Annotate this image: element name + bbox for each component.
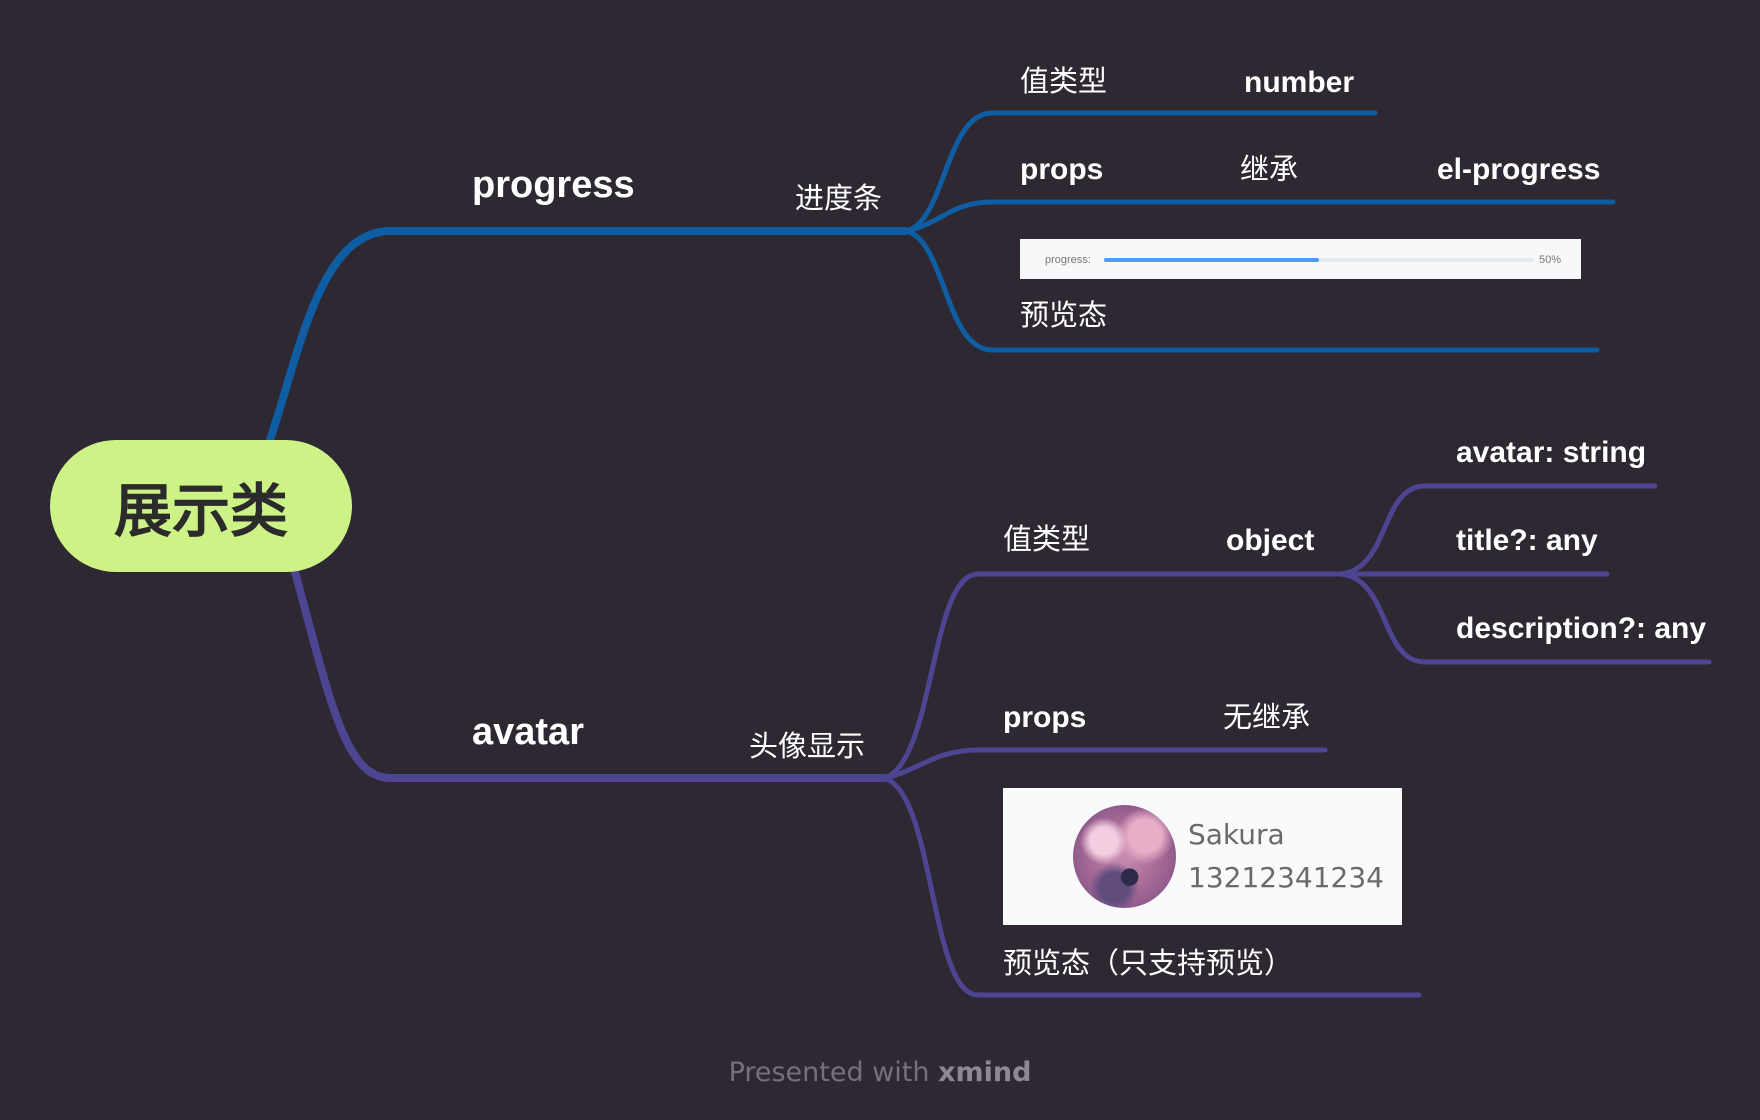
object-field-description[interactable]: description?: any: [1456, 612, 1707, 645]
object-field-title[interactable]: title?: any: [1456, 524, 1598, 557]
progress-props-label[interactable]: props: [1020, 153, 1104, 186]
footer-prefix: Presented with: [728, 1057, 939, 1088]
avatar-image: [1073, 805, 1176, 908]
object-field-avatar[interactable]: avatar: string: [1456, 436, 1647, 469]
connector-avatar-preview: [882, 775, 1422, 998]
connector-progress-preview: [902, 228, 1600, 353]
progress-inherit-label[interactable]: 继承: [1240, 152, 1299, 186]
progress-percent-text: 50%: [1539, 254, 1562, 266]
footer-credit: Presented with xmind: [0, 1057, 1760, 1088]
progress-value-type-label[interactable]: 值类型: [1020, 64, 1108, 98]
topic-avatar[interactable]: avatar: [472, 711, 584, 753]
avatar-props-label[interactable]: props: [1003, 701, 1087, 734]
progress-value-type-value[interactable]: number: [1244, 66, 1355, 99]
avatar-preview-name: Sakura: [1188, 818, 1285, 851]
topic-progress-subtitle[interactable]: 进度条: [795, 181, 883, 215]
progress-preview-label: progress:: [1045, 254, 1091, 266]
progress-bar-fill: [1104, 258, 1319, 262]
connector-object-field1: [1337, 483, 1658, 577]
footer-brand: xmind: [938, 1057, 1032, 1088]
connector-object-field3: [1337, 571, 1712, 665]
progress-preview-card: progress: 50%: [1020, 239, 1581, 279]
avatar-preview-phone: 13212341234: [1188, 861, 1384, 894]
avatar-value-type-label[interactable]: 值类型: [1003, 522, 1091, 556]
connector-root-progress: [266, 227, 909, 444]
root-topic[interactable]: 展示类: [50, 440, 352, 572]
progress-inherit-value[interactable]: el-progress: [1437, 153, 1601, 186]
avatar-inherit-label[interactable]: 无继承: [1223, 700, 1311, 734]
connector-avatar-valuetype: [882, 571, 1343, 781]
topic-progress[interactable]: progress: [472, 164, 635, 206]
connector-avatar-props: [882, 747, 1328, 781]
topic-avatar-subtitle[interactable]: 头像显示: [749, 729, 866, 763]
connector-root-avatar: [291, 568, 889, 782]
avatar-preview-state-label[interactable]: 预览态（只支持预览）: [1003, 946, 1294, 980]
connector-progress-valuetype: [902, 110, 1378, 234]
avatar-value-type-value[interactable]: object: [1226, 524, 1315, 557]
connector-progress-props: [902, 199, 1616, 234]
progress-preview-state-label[interactable]: 预览态: [1020, 298, 1108, 332]
avatar-preview-card: Sakura 13212341234: [1003, 788, 1402, 925]
progress-bar-track: [1104, 258, 1534, 262]
